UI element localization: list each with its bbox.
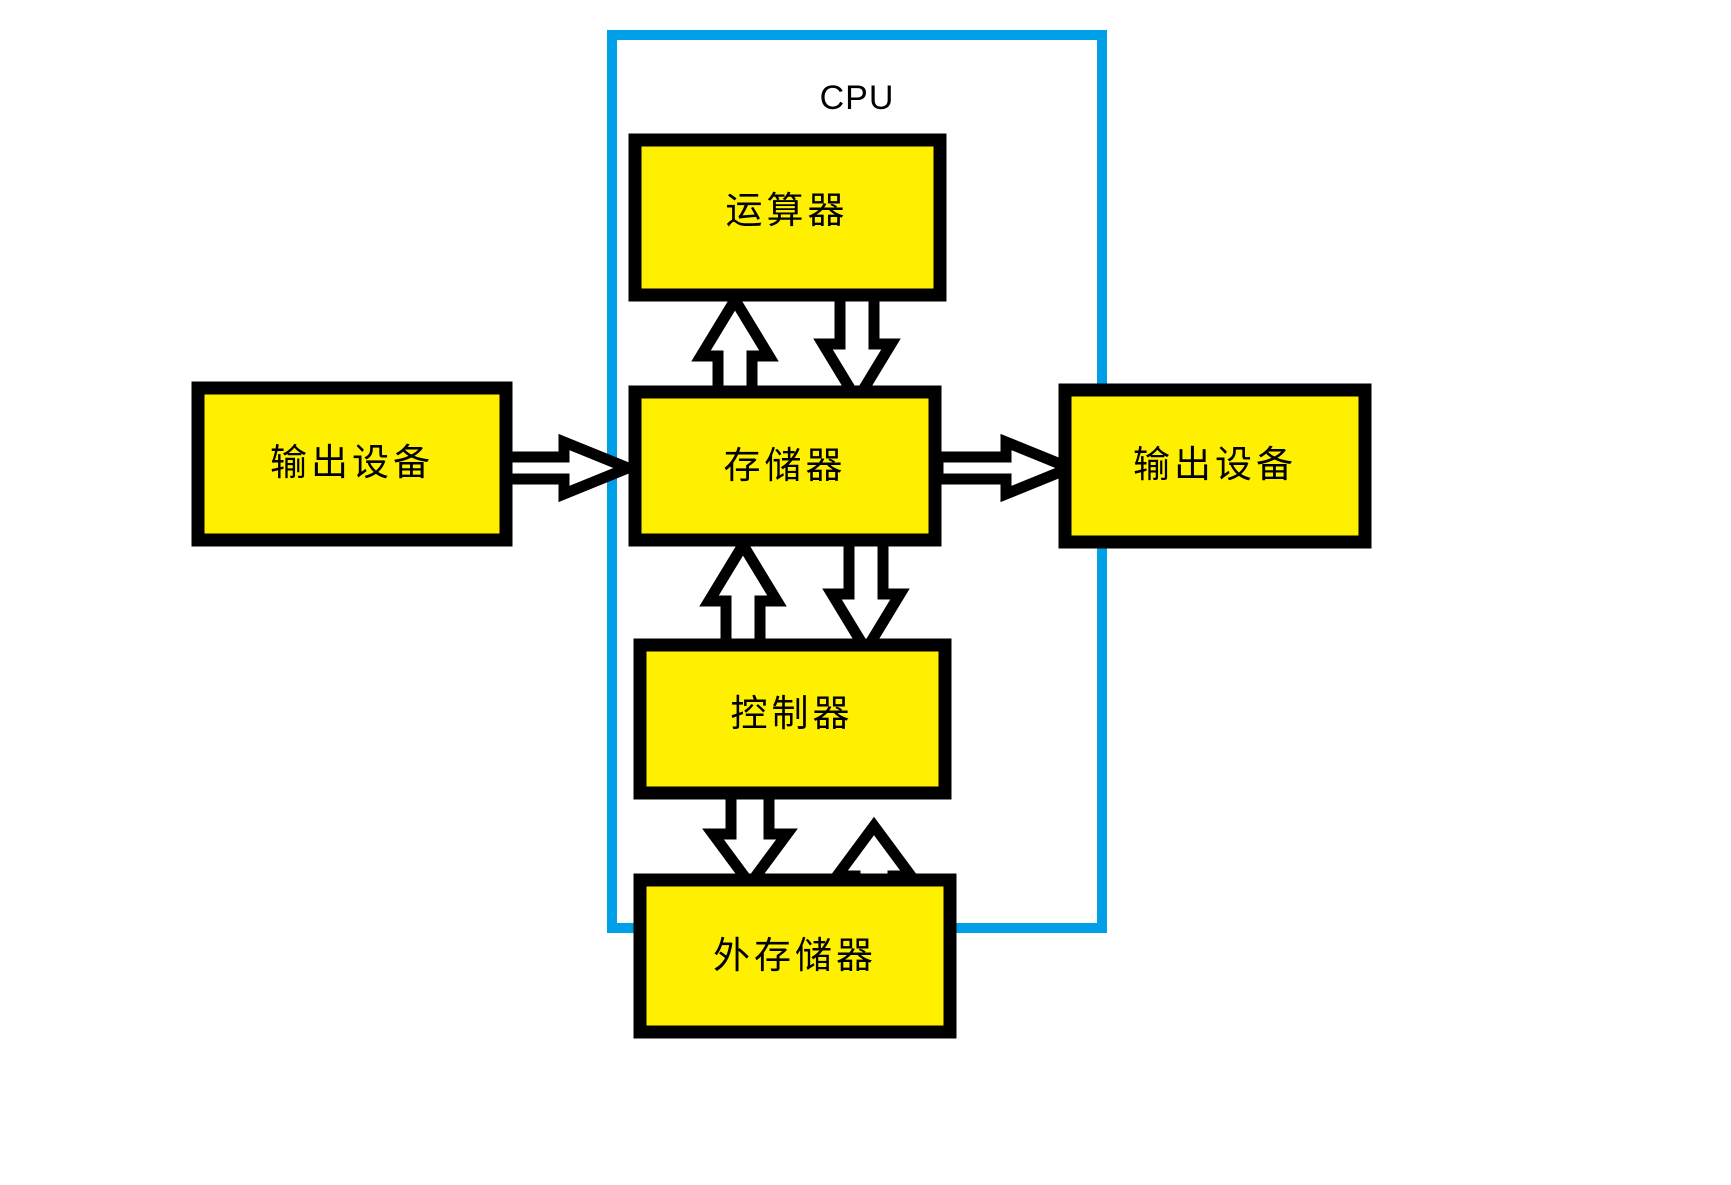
box-external-store-label: 外存储器 — [713, 935, 877, 976]
box-output-device-rect — [1058, 383, 1372, 549]
box-input-device-rect — [191, 381, 513, 547]
box-memory-rect — [628, 385, 942, 547]
arrow-controller-to-external — [702, 784, 798, 894]
box-alu[interactable]: 运算器 — [628, 133, 947, 302]
box-output-device[interactable]: 输出设备 — [1058, 383, 1372, 549]
cpu-group-label: CPU — [820, 79, 895, 117]
box-external-store-rect — [633, 873, 957, 1039]
arrow-alu-to-memory — [813, 289, 901, 411]
box-input-device[interactable]: 输出设备 — [191, 381, 513, 547]
arrow-memory-to-controller — [822, 534, 910, 661]
box-memory[interactable]: 存储器 — [628, 385, 942, 547]
arrow-controller-to-memory — [699, 534, 787, 656]
box-controller[interactable]: 控制器 — [633, 638, 952, 800]
box-controller-rect — [633, 638, 952, 800]
box-output-device-label: 输出设备 — [1133, 444, 1297, 485]
box-external-store[interactable]: 外存储器 — [633, 873, 957, 1039]
arrow-memory-to-alu — [691, 289, 779, 406]
box-alu-rect — [628, 133, 947, 302]
box-controller-label: 控制器 — [731, 693, 854, 734]
arrow-memory-to-output — [932, 433, 1085, 503]
box-input-device-label: 输出设备 — [270, 442, 434, 483]
box-memory-label: 存储器 — [724, 445, 847, 486]
box-alu-label: 运算器 — [726, 190, 849, 231]
